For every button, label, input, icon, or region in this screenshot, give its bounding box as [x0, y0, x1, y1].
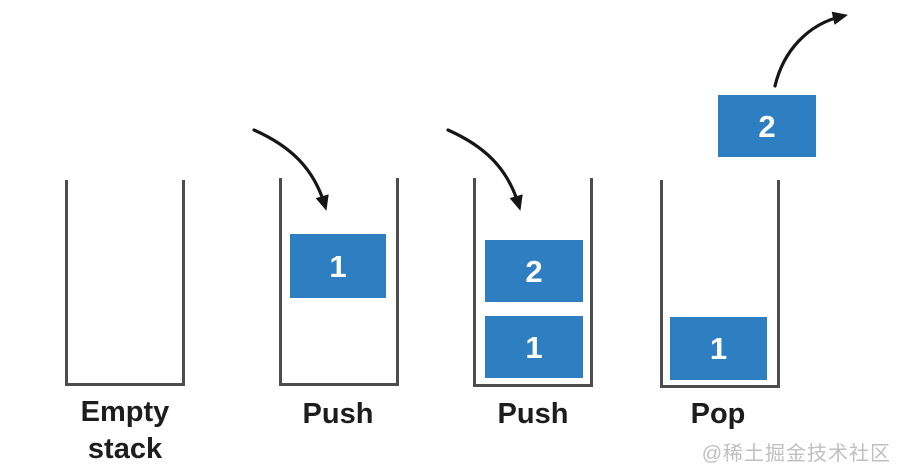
frame-label-line: Empty	[80, 396, 170, 428]
frame-label-line: Push	[302, 398, 374, 430]
stack-item-box: 1	[485, 316, 583, 378]
stack-container	[660, 180, 780, 388]
frame-label-line: Pop	[690, 398, 746, 430]
frame-label-line: stack	[87, 433, 163, 465]
push-arrow-icon	[446, 128, 523, 211]
push-arrow-icon	[252, 128, 329, 211]
frame-label: Push	[263, 396, 413, 433]
frame-label: Empty stack	[50, 394, 200, 468]
stack-item-box: 1	[670, 317, 767, 380]
frame-label: Pop	[643, 396, 793, 433]
stack-container	[473, 178, 593, 387]
frame-label-line: Push	[497, 398, 569, 430]
stack-container	[279, 178, 399, 386]
watermark: @稀土掘金技术社区	[701, 443, 891, 465]
stack-item-box: 1	[290, 234, 386, 298]
stack-container	[65, 180, 185, 386]
frame-label: Push	[458, 396, 608, 433]
popped-item-box: 2	[718, 95, 816, 157]
pop-arrow-icon	[773, 11, 848, 88]
stack-item-box: 2	[485, 240, 583, 302]
